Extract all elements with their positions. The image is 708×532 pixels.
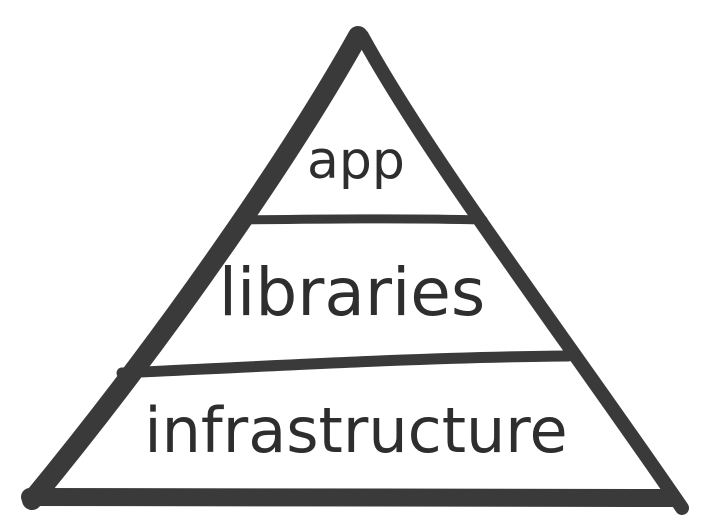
pyramid-right-edge — [355, 29, 689, 515]
layer-label-libraries: libraries — [219, 254, 486, 331]
divider-app-libraries — [233, 214, 488, 225]
layer-label-app: app — [307, 131, 405, 191]
divider-libraries-infrastructure — [116, 350, 574, 379]
pyramid-base-edge — [21, 488, 681, 507]
pyramid-left-edge — [22, 26, 368, 510]
layer-label-infrastructure: infrastructure — [144, 394, 567, 467]
